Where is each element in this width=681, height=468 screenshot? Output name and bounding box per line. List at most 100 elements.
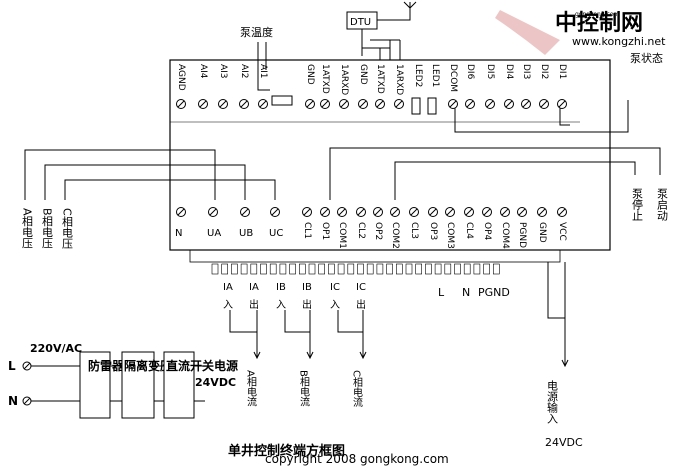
connector-pin xyxy=(289,263,296,275)
voltage-c-label: C相电压 xyxy=(61,208,74,249)
top-terminal-slash xyxy=(321,100,329,108)
top-terminal-slash xyxy=(340,100,348,108)
bottom-terminal-label: CL4 xyxy=(464,222,474,239)
top-terminal-label: GND xyxy=(305,64,315,85)
bottom-terminal-slash xyxy=(271,208,279,216)
line-n-label: N xyxy=(8,394,18,408)
connector-pin xyxy=(492,263,500,275)
antenna-icon xyxy=(403,1,417,9)
top-terminal-row xyxy=(176,99,567,109)
dc-switching-supply-box xyxy=(163,351,195,419)
top-terminal-label: 1ARXD xyxy=(394,64,404,95)
top-terminal-slash xyxy=(219,100,227,108)
power-input-label: 电源输入 xyxy=(546,380,559,424)
pump-temp-label: 泵温度 xyxy=(240,25,273,39)
bottom-terminal-label: UC xyxy=(269,228,283,239)
bottom-terminal-row xyxy=(176,207,567,217)
ct-terminal-label: IC xyxy=(330,282,340,293)
ac-label: 220V/AC xyxy=(30,342,82,355)
bottom-terminal-label: OP2 xyxy=(373,222,383,240)
ct-terminal-label: IA xyxy=(249,282,259,293)
power-input-voltage: 24VDC xyxy=(545,436,583,449)
current-c-label: C相电流 xyxy=(351,370,363,408)
watermark: copyright 2008 gongkong.com xyxy=(265,452,449,466)
ct-io-label: 入 xyxy=(276,300,286,311)
pump-start-label: 泵启动 xyxy=(656,188,669,221)
bottom-terminal-label: OP4 xyxy=(482,222,492,241)
top-terminal-slash xyxy=(199,100,207,108)
bottom-terminal-label: PGND xyxy=(517,222,527,248)
connector-pin xyxy=(211,263,219,275)
bottom-terminal-label: COM4 xyxy=(500,222,510,249)
lower-connector xyxy=(189,249,561,263)
connector-pin xyxy=(405,263,413,275)
top-terminal-slash xyxy=(449,100,457,108)
connector-pin xyxy=(425,263,432,275)
bottom-terminal-slash xyxy=(241,208,249,216)
dc-output-label: 24VDC xyxy=(195,376,236,389)
bottom-terminal-slash xyxy=(374,208,382,216)
antenna-line xyxy=(377,8,411,21)
bottom-terminal-slash xyxy=(446,208,454,216)
ct-io-label: 入 xyxy=(223,300,233,311)
top-terminal-label: AI3 xyxy=(218,64,228,79)
connector-pin xyxy=(434,263,442,275)
connector-pin xyxy=(269,263,277,275)
bottom-terminal-slash xyxy=(209,208,217,216)
connector-pin xyxy=(454,263,461,275)
led2-indicator xyxy=(411,97,421,115)
top-terminal-label: DI4 xyxy=(504,64,514,80)
bottom-terminal-label: OP3 xyxy=(428,222,438,240)
bottom-terminal-slash xyxy=(391,208,399,216)
pump-temp-connector xyxy=(271,95,293,106)
ct-io-label: 出 xyxy=(249,298,259,311)
bottom-terminal-slash xyxy=(429,208,437,216)
top-terminal-label: DI3 xyxy=(521,64,531,79)
voltage-a-label: A相电压 xyxy=(21,208,34,249)
logo-url: www.kongzhi.net xyxy=(572,35,666,48)
top-terminal-label: AGND xyxy=(176,64,186,91)
connector-pin xyxy=(347,263,355,275)
ct-io-label: 出 xyxy=(302,298,312,311)
top-terminal-label: DI1 xyxy=(557,64,567,79)
top-terminal-label: AI2 xyxy=(239,64,249,79)
top-terminal-label: LED2 xyxy=(413,64,423,87)
connector-pin xyxy=(298,263,306,275)
ct-io-label: 出 xyxy=(356,298,366,311)
bottom-terminal-label: N xyxy=(175,228,182,239)
connector-pin xyxy=(444,263,452,275)
bottom-terminal-slash xyxy=(303,208,311,216)
surge-protector-box xyxy=(79,351,111,419)
ct-terminal-label: IB xyxy=(276,282,286,293)
connector-pin xyxy=(328,263,335,275)
bottom-terminal-slash xyxy=(410,208,418,216)
top-terminal-slash xyxy=(376,100,384,108)
bottom-terminal-slash xyxy=(538,208,546,216)
surge-protector-label: 防雷器 xyxy=(88,358,125,373)
aux-pgnd-label: PGND xyxy=(478,286,510,299)
connector-pin xyxy=(415,263,423,275)
top-terminal-slash xyxy=(395,100,403,108)
logo: 中控制网 www.kongzhi.net gongkong.com xyxy=(495,10,666,55)
top-terminal-slash xyxy=(466,100,474,108)
logo-swoosh-icon xyxy=(495,10,560,55)
connector-pin xyxy=(240,263,248,275)
connector-pin xyxy=(463,263,471,275)
dtu-label: DTU xyxy=(350,17,371,28)
top-terminal-slash xyxy=(486,100,494,108)
led1-indicator xyxy=(427,97,437,115)
bottom-terminal-label: CL3 xyxy=(409,222,419,239)
top-terminal-slash xyxy=(505,100,513,108)
top-terminal-slash xyxy=(306,100,314,108)
top-terminal-label: 1ATXD xyxy=(320,64,330,94)
top-terminal-label: DCOM xyxy=(448,64,458,92)
isolation-transformer-box xyxy=(121,351,155,419)
top-terminal-label: 1ATXD xyxy=(375,64,385,94)
connector-pin xyxy=(473,263,481,275)
diagram-title: 单井控制终端方框图 xyxy=(228,443,345,459)
bottom-terminal-slash xyxy=(177,208,185,216)
